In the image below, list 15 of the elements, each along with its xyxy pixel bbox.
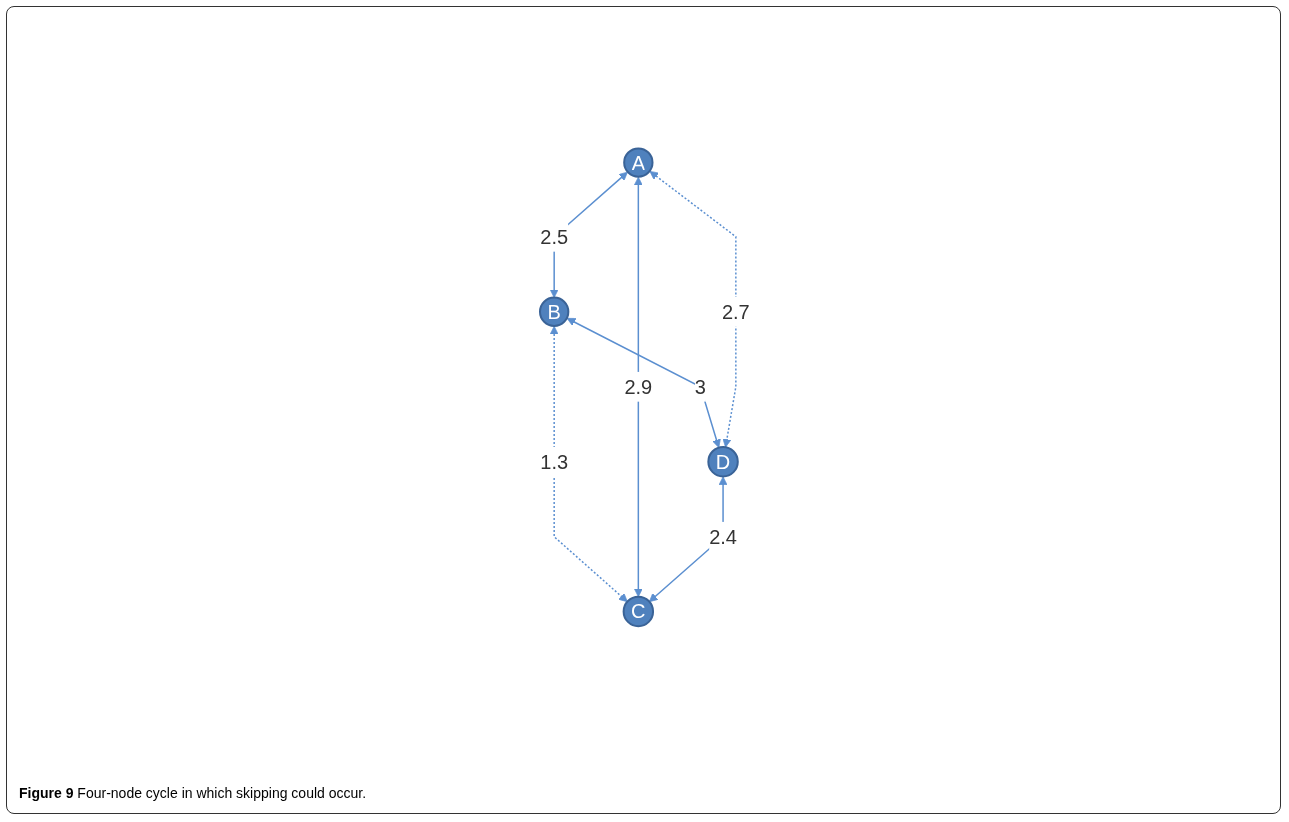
edge-label: 2.7 <box>721 300 750 323</box>
node-circle: A <box>622 147 654 178</box>
figure-caption: Figure 9 Four-node cycle in which skipping could occur. <box>19 785 367 801</box>
edge-label: 2.9 <box>624 375 652 398</box>
arrow <box>649 171 737 448</box>
node-circle: B <box>538 296 569 327</box>
edge-label: 2.4 <box>708 525 737 548</box>
arrow <box>633 176 643 598</box>
edge-label: 3 <box>694 375 706 398</box>
arrow <box>549 325 628 603</box>
node-circle: D <box>706 446 739 478</box>
edge-label: 2.5 <box>539 225 568 248</box>
edge-label: 1.3 <box>539 450 568 473</box>
arrow <box>566 317 721 448</box>
node-circle: C <box>622 595 654 628</box>
